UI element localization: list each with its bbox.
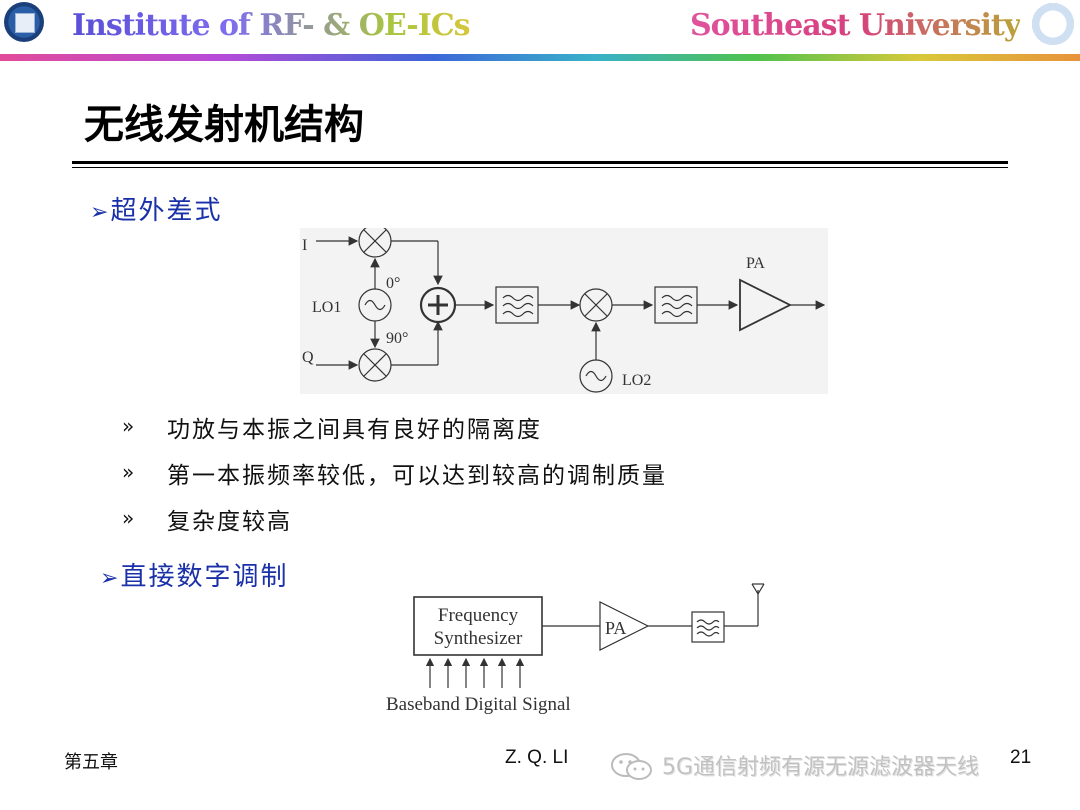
label-q: Q: [302, 349, 314, 366]
footer-chapter: 第五章: [64, 752, 118, 773]
footer-author: Z. Q. LI: [505, 747, 569, 768]
lo2-oscillator-icon: [579, 359, 613, 393]
synth-label-line2: Synthesizer: [434, 628, 523, 649]
header-institute-title: Institute of RF- & OE-ICs: [72, 8, 471, 43]
label-lo1: LO1: [312, 299, 341, 316]
direct-digital-diagram: Frequency Synthesizer PA Baseband Digita…: [380, 580, 780, 720]
arrow-bullet-icon: ➢: [100, 566, 119, 591]
superheterodyne-diagram: I Q LO1 0° 90° PA LO2: [300, 224, 828, 394]
mixer-i-icon: [358, 224, 392, 258]
bullet-mark: »: [122, 414, 135, 438]
bullet-text: 复杂度较高: [167, 509, 292, 535]
left-logo: [4, 2, 44, 42]
section-heading-superheterodyne: ➢超外差式: [90, 190, 222, 227]
wechat-icon: [610, 752, 654, 786]
section-label: 超外差式: [110, 196, 223, 226]
header-rainbow-bar: [0, 54, 1080, 61]
bullet-text: 功放与本振之间具有良好的隔离度: [167, 417, 542, 443]
label-i: I: [302, 237, 307, 254]
filter-icon: [691, 611, 725, 643]
title-rule-thin: [72, 167, 1008, 168]
footer-page-number: 21: [1010, 747, 1032, 768]
title-rule-thick: [72, 161, 1008, 164]
arrow-bullet-icon: ➢: [90, 200, 109, 225]
section-label: 直接数字调制: [120, 562, 289, 592]
section-heading-direct-digital: ➢直接数字调制: [100, 556, 288, 593]
label-lo2: LO2: [622, 372, 651, 389]
pa-label: PA: [605, 618, 626, 638]
label-pa: PA: [746, 255, 765, 272]
label-0deg: 0°: [386, 275, 400, 292]
baseband-label: Baseband Digital Signal: [386, 694, 571, 715]
label-90deg: 90°: [386, 330, 408, 347]
power-amplifier-icon: [739, 278, 793, 332]
slide-title: 无线发射机结构: [84, 102, 364, 148]
bullet-mark: »: [122, 506, 135, 530]
bullet-mark: »: [122, 460, 135, 484]
header-university-title: Southeast University: [690, 8, 1021, 43]
pa-amplifier-icon: [599, 601, 650, 651]
synth-label-line1: Frequency: [438, 605, 519, 626]
bullet-text: 第一本振频率较低，可以达到较高的调制质量: [167, 463, 667, 489]
university-logo: [1032, 3, 1074, 45]
watermark-text: 5G通信射频有源无源滤波器天线: [662, 755, 980, 780]
